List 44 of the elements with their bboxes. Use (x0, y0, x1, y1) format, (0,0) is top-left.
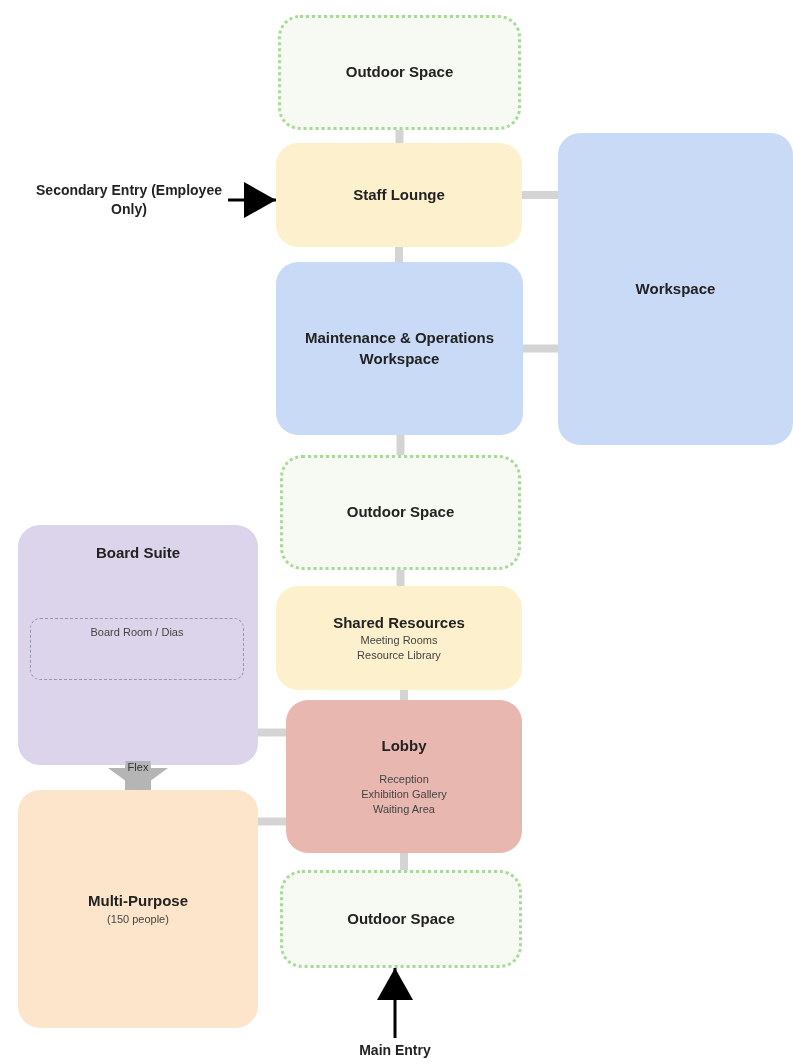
entry-arrow (377, 968, 413, 1038)
suite-box (18, 525, 258, 765)
room-name: Board Suite (95, 543, 181, 563)
room-name: Board Room / Dias (90, 625, 184, 640)
outdoor-space-box (280, 870, 522, 968)
connector (396, 435, 405, 455)
room-name: Outdoor Space (346, 502, 455, 523)
connector (258, 817, 286, 826)
room-box (276, 586, 522, 690)
room-name: Shared Resources (333, 613, 465, 634)
entry-label: Secondary Entry (Employee Only) (35, 181, 223, 219)
connector (396, 570, 405, 586)
outdoor-space-box (278, 15, 521, 130)
room-detail: Exhibition Gallery (361, 787, 447, 803)
outdoor-space-box (280, 455, 521, 570)
room-name: Multi-Purpose (88, 891, 188, 912)
room-box (558, 133, 793, 445)
connector (522, 191, 558, 199)
entry-arrow (228, 182, 276, 218)
connector (395, 130, 404, 143)
room-box (276, 262, 523, 435)
room-name: Maintenance & Operations Workspace (303, 328, 496, 369)
room-name: Staff Lounge (353, 184, 445, 205)
edge-label: Flex (125, 761, 151, 773)
room-name: Workspace (635, 278, 716, 299)
room-box (286, 700, 522, 853)
sub-room-box (30, 618, 244, 680)
room-detail: Waiting Area (373, 802, 435, 817)
room-detail: Resource Library (357, 648, 441, 663)
room-name: Lobby (381, 736, 427, 757)
connector (400, 690, 408, 700)
block-arrow (108, 765, 168, 790)
room-box (18, 790, 258, 1028)
room-detail: (150 people) (107, 911, 169, 927)
connector (395, 247, 403, 262)
room-detail: Reception (379, 772, 429, 788)
connector (400, 853, 408, 870)
entry-label: Main Entry (359, 1040, 431, 1060)
room-detail: Meeting Rooms (360, 633, 438, 649)
connector (523, 344, 558, 353)
room-name: Outdoor Space (345, 62, 454, 83)
room-box (276, 143, 522, 247)
connector (258, 728, 286, 737)
room-name: Outdoor Space (347, 908, 455, 929)
